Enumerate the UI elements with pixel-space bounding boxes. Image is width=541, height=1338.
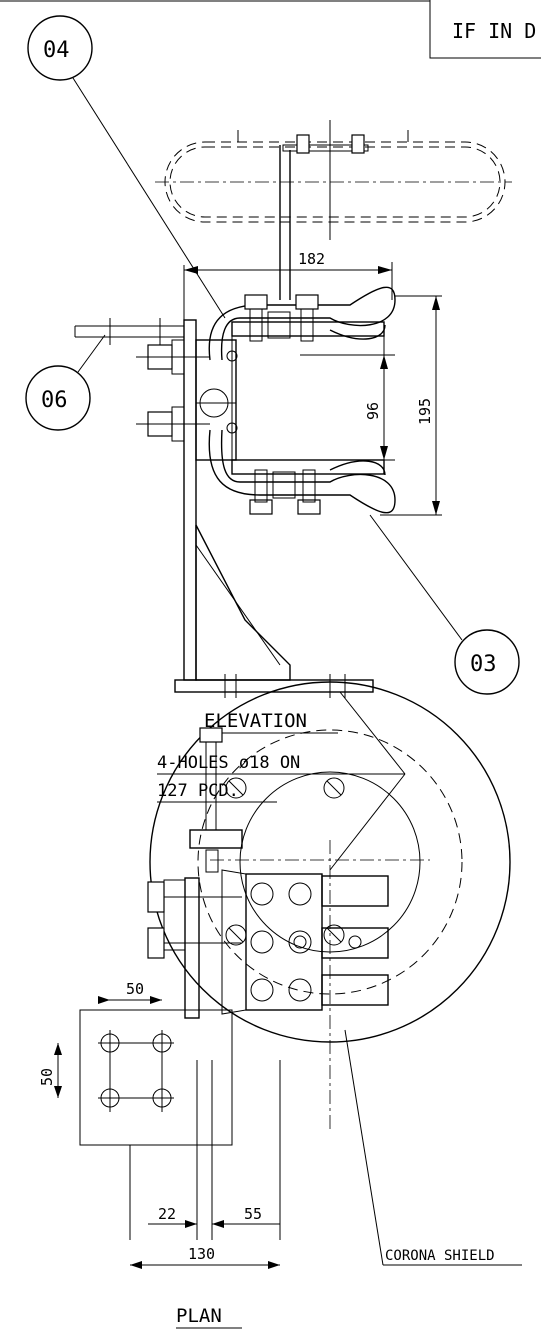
- dim-22-label: 22: [158, 1205, 176, 1223]
- balloon-03-label: 03: [470, 652, 497, 677]
- elevation-view: 182 96 195 04 06: [25, 15, 520, 734]
- dimension-195: 195: [380, 295, 442, 516]
- balloon-03: 03: [369, 514, 520, 695]
- plan-title: PLAN: [176, 1305, 242, 1329]
- plan-bolts-left: [147, 879, 242, 959]
- pcd-holes: [225, 777, 345, 946]
- elevation-title: ELEVATION: [204, 710, 338, 734]
- note-box: IF IN D: [429, 0, 541, 59]
- bolts-top: [244, 294, 319, 342]
- dim-50-h-label: 50: [126, 980, 144, 998]
- corona-shield-note: CORONA SHIELD: [344, 1029, 522, 1266]
- dimension-182: 182: [184, 250, 393, 300]
- balloon-06: 06: [25, 334, 106, 431]
- dim-50-v-label: 50: [38, 1068, 56, 1086]
- holes-note-line1: 4-HOLES ø18 ON: [157, 753, 300, 773]
- plan-bolt-top: [189, 727, 243, 873]
- bolts-bottom: [249, 469, 321, 515]
- note-box-text: IF IN D: [452, 19, 536, 43]
- mounting-bracket: [74, 265, 374, 698]
- corona-shield-label: CORONA SHIELD: [385, 1248, 495, 1264]
- dim-182-label: 182: [298, 250, 325, 268]
- plan-clamp: [184, 869, 389, 1019]
- balloon-04: 04: [27, 15, 226, 319]
- dim-96-label: 96: [364, 402, 382, 420]
- dim-195-label: 195: [416, 398, 434, 425]
- elevation-title-text: ELEVATION: [204, 710, 307, 732]
- dim-130-label: 130: [188, 1245, 215, 1263]
- holes-note-line2: 127 PCD.: [157, 781, 239, 801]
- plan-view: 50 50 22 55 130: [38, 681, 522, 1329]
- dimension-130: 130: [130, 1245, 280, 1269]
- balloon-06-label: 06: [41, 388, 68, 413]
- plan-title-text: PLAN: [176, 1305, 222, 1327]
- dimension-96: 96: [300, 354, 395, 461]
- bolts-left: [136, 339, 210, 442]
- dim-55-label: 55: [244, 1205, 262, 1223]
- clamp-block: [195, 321, 385, 475]
- holes-note: 4-HOLES ø18 ON 127 PCD.: [157, 691, 406, 871]
- balloon-04-label: 04: [43, 38, 70, 63]
- corona-ring-elevation: [155, 120, 512, 300]
- base-plate-plan: [79, 1009, 233, 1146]
- dimension-50-vertical: 50: [38, 1043, 62, 1098]
- dimension-50-horizontal: 50: [98, 980, 162, 1004]
- dimension-22-55: 22 55: [129, 1060, 281, 1240]
